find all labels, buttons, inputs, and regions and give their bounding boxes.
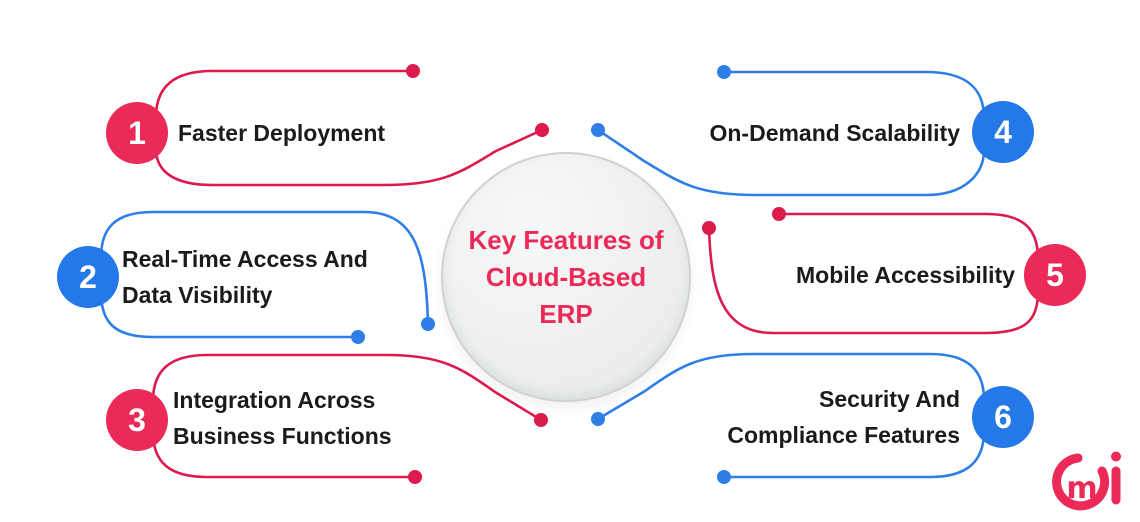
connector-dot: [717, 470, 731, 484]
feature-4-label: On-Demand Scalability: [709, 115, 960, 151]
feature-5-badge: 5: [1024, 244, 1086, 306]
connector-feature-2: [99, 210, 430, 339]
logo-c-arc: [1052, 453, 1110, 511]
center-title-line: ERP: [539, 298, 593, 329]
feature-label-line: Compliance Features: [727, 422, 960, 448]
connector-dot: [535, 123, 549, 137]
center-title-line: Cloud-Based: [485, 261, 647, 292]
connector-dot: [408, 470, 422, 484]
feature-1-badge: 1: [106, 102, 168, 164]
center-title-line: Key Features of: [468, 224, 664, 255]
feature-label-line: Data Visibility: [122, 282, 273, 308]
connector-dot: [702, 221, 716, 235]
connector-dot: [772, 207, 786, 221]
feature-label-line: Security And: [818, 386, 960, 412]
logo-letter-i-dot: [1111, 451, 1121, 462]
feature-6-badge: 6: [972, 386, 1034, 448]
feature-label-line: On-Demand Scalability: [709, 120, 960, 146]
feature-label-line: Business Functions: [173, 423, 392, 449]
connector-dot: [591, 412, 605, 426]
feature-3-label: Integration Across Business Functions: [173, 382, 392, 454]
feature-label-line: Mobile Accessibility: [796, 262, 1015, 288]
feature-1-label: Faster Deployment: [178, 115, 385, 151]
connector-feature-1: [154, 69, 543, 187]
feature-3-badge: 3: [106, 389, 168, 451]
connector-dot: [406, 64, 420, 78]
feature-label-line: Integration Across: [173, 387, 376, 413]
connector-dot: [534, 413, 548, 427]
connector-dot: [421, 317, 435, 331]
connector-dot: [717, 65, 731, 79]
feature-2-label: Real-Time Access And Data Visibility: [122, 241, 368, 313]
cmi-logo-icon: m: [1052, 451, 1121, 511]
connector-dot: [591, 123, 605, 137]
feature-4-badge: 4: [972, 101, 1034, 163]
feature-label-line: Real-Time Access And: [122, 246, 368, 272]
connector-dot: [351, 330, 365, 344]
center-circle: Key Features of Cloud-Based ERP: [441, 152, 691, 402]
feature-label-line: Faster Deployment: [178, 120, 386, 146]
connector-feature-5: [707, 212, 1040, 335]
logo-letter-m: m: [1066, 471, 1097, 506]
connector-feature-6: [597, 352, 986, 479]
connector-feature-4: [597, 70, 986, 197]
feature-5-label: Mobile Accessibility: [796, 257, 1015, 293]
connector-feature-3: [151, 353, 542, 479]
feature-2-badge: 2: [57, 246, 119, 308]
feature-6-label: Security And Compliance Features: [727, 381, 960, 453]
